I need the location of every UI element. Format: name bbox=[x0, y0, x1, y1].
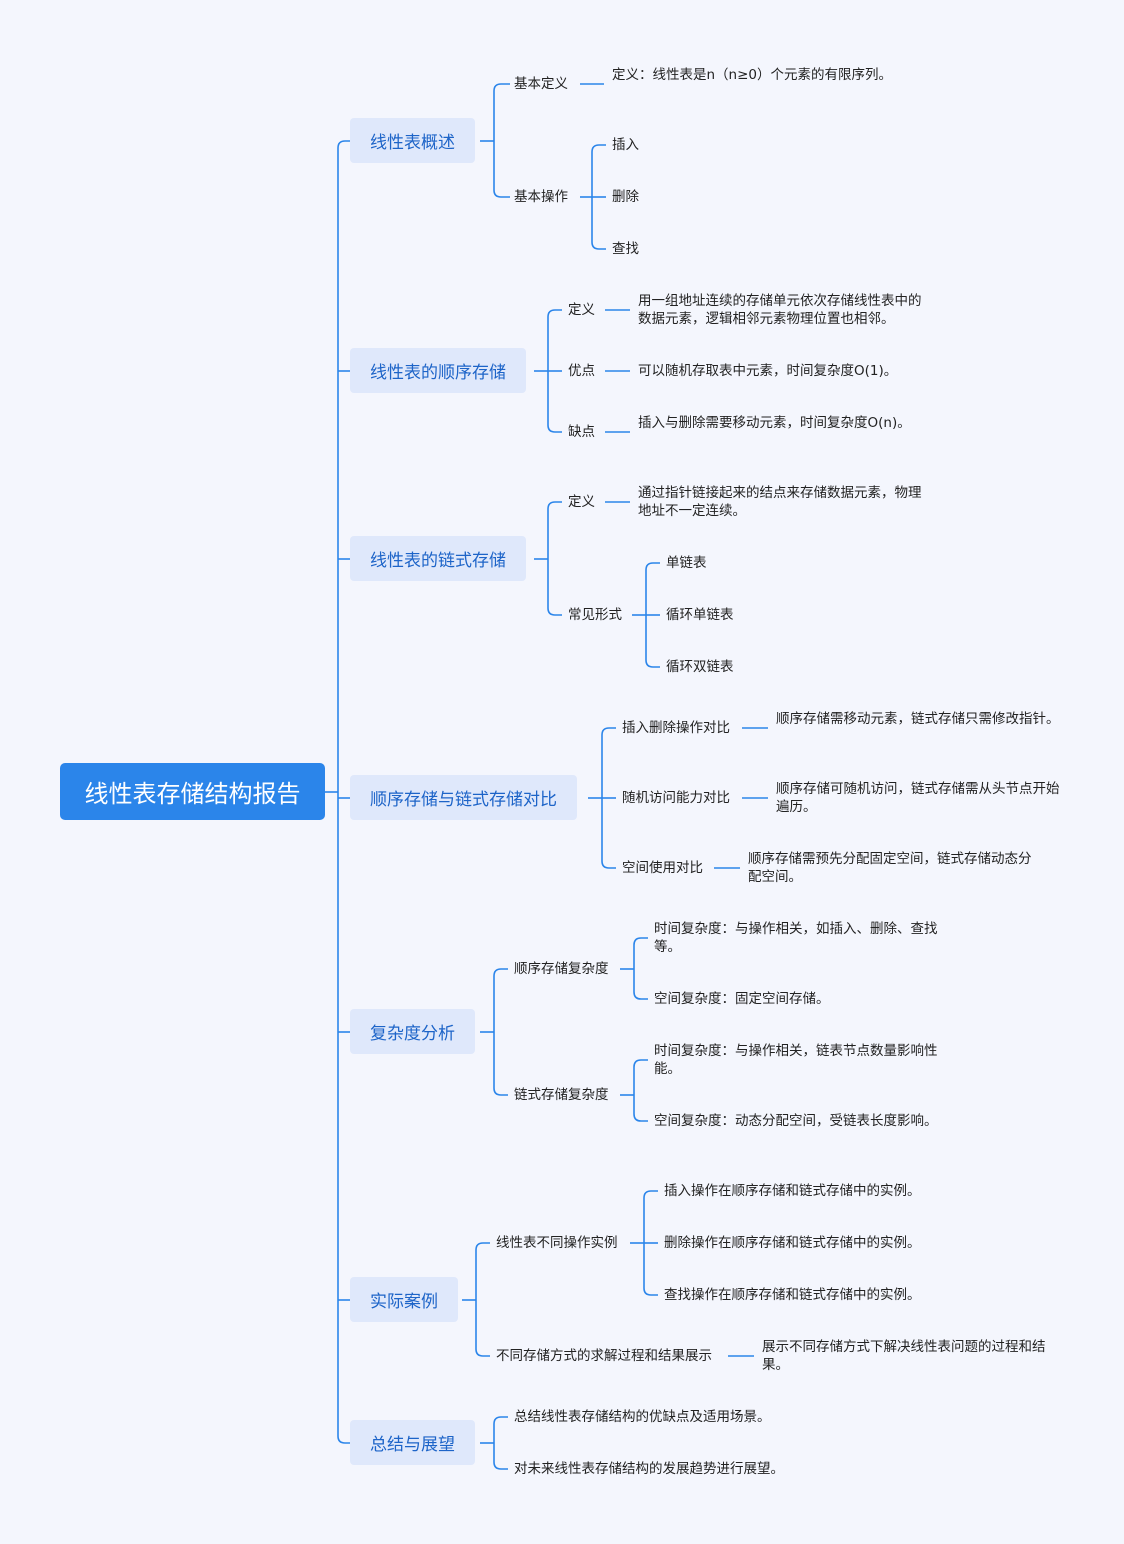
node-seq-advantage[interactable]: 优点 bbox=[568, 363, 595, 379]
node-insert-delete-compare[interactable]: 插入删除操作对比 bbox=[622, 720, 730, 736]
leaf-summary-outlook[interactable]: 对未来线性表存储结构的发展趋势进行展望。 bbox=[514, 1461, 784, 1477]
connector bbox=[493, 1416, 508, 1425]
connector bbox=[643, 1287, 658, 1296]
node-operation-cases[interactable]: 线性表不同操作实例 bbox=[496, 1235, 618, 1251]
branch-compare[interactable]: 顺序存储与链式存储对比 bbox=[350, 775, 577, 820]
node-basic-operations[interactable]: 基本操作 bbox=[514, 189, 568, 205]
leaf-case-delete[interactable]: 删除操作在顺序存储和链式存储中的实例。 bbox=[664, 1235, 921, 1251]
leaf-space-usage-compare-text[interactable]: 顺序存储需预先分配固定空间，链式存储动态分配空间。 bbox=[748, 851, 1032, 885]
node-seq-disadvantage[interactable]: 缺点 bbox=[568, 424, 595, 440]
node-seq-definition[interactable]: 定义 bbox=[568, 302, 595, 318]
leaf-linked-time-complexity[interactable]: 时间复杂度：与操作相关，链表节点数量影响性能。 bbox=[654, 1043, 938, 1077]
node-space-usage-compare[interactable]: 空间使用对比 bbox=[622, 860, 703, 876]
connector bbox=[633, 1113, 648, 1122]
leaf-form-circular-singly[interactable]: 循环单链表 bbox=[666, 607, 734, 623]
connector bbox=[633, 1059, 648, 1068]
root-topic[interactable]: 线性表存储结构报告 bbox=[60, 763, 325, 820]
connector bbox=[633, 937, 648, 946]
connector bbox=[645, 659, 660, 668]
node-linked-forms[interactable]: 常见形式 bbox=[568, 607, 622, 623]
leaf-seq-time-complexity[interactable]: 时间复杂度：与操作相关，如插入、删除、查找等。 bbox=[654, 921, 938, 955]
connector bbox=[493, 189, 510, 198]
connector bbox=[591, 144, 606, 153]
connector bbox=[547, 607, 562, 616]
leaf-op-search[interactable]: 查找 bbox=[612, 241, 639, 257]
branch-linked[interactable]: 线性表的链式存储 bbox=[350, 536, 526, 581]
leaf-seq-definition-text[interactable]: 用一组地址连续的存储单元依次存储线性表中的数据元素，逻辑相邻元素物理位置也相邻。 bbox=[638, 293, 922, 327]
connector bbox=[643, 1190, 658, 1199]
leaf-op-delete[interactable]: 删除 bbox=[612, 189, 639, 205]
connector bbox=[493, 968, 508, 977]
branch-summary[interactable]: 总结与展望 bbox=[350, 1420, 475, 1465]
connector bbox=[591, 241, 606, 250]
node-solution-process[interactable]: 不同存储方式的求解过程和结果展示 bbox=[496, 1348, 712, 1364]
connector bbox=[601, 727, 616, 736]
leaf-case-search[interactable]: 查找操作在顺序存储和链式存储中的实例。 bbox=[664, 1287, 921, 1303]
branch-overview[interactable]: 线性表概述 bbox=[350, 118, 475, 163]
connector bbox=[475, 1242, 490, 1251]
connector bbox=[547, 501, 562, 510]
connector bbox=[633, 991, 648, 1000]
leaf-case-insert[interactable]: 插入操作在顺序存储和链式存储中的实例。 bbox=[664, 1183, 921, 1199]
connector bbox=[601, 860, 616, 869]
leaf-seq-space-complexity[interactable]: 空间复杂度：固定空间存储。 bbox=[654, 991, 830, 1007]
leaf-linked-space-complexity[interactable]: 空间复杂度：动态分配空间，受链表长度影响。 bbox=[654, 1113, 938, 1129]
connector bbox=[547, 309, 562, 318]
connector bbox=[645, 562, 660, 571]
leaf-basic-definition-text[interactable]: 定义：线性表是n（n≥0）个元素的有限序列。 bbox=[612, 67, 893, 83]
connector bbox=[337, 1435, 350, 1444]
branch-cases[interactable]: 实际案例 bbox=[350, 1277, 458, 1322]
node-linked-complexity[interactable]: 链式存储复杂度 bbox=[514, 1087, 609, 1103]
connector bbox=[493, 1461, 508, 1470]
leaf-form-singly[interactable]: 单链表 bbox=[666, 555, 707, 571]
leaf-op-insert[interactable]: 插入 bbox=[612, 137, 639, 153]
leaf-linked-definition-text[interactable]: 通过指针链接起来的结点来存储数据元素，物理地址不一定连续。 bbox=[638, 485, 922, 519]
leaf-form-circular-doubly[interactable]: 循环双链表 bbox=[666, 659, 734, 675]
node-basic-definition[interactable]: 基本定义 bbox=[514, 76, 568, 92]
connector bbox=[493, 1087, 508, 1096]
leaf-solution-process-text[interactable]: 展示不同存储方式下解决线性表问题的过程和结果。 bbox=[762, 1339, 1046, 1373]
node-random-access-compare[interactable]: 随机访问能力对比 bbox=[622, 790, 730, 806]
leaf-seq-advantage-text[interactable]: 可以随机存取表中元素，时间复杂度O(1)。 bbox=[638, 363, 898, 379]
leaf-insert-delete-compare-text[interactable]: 顺序存储需移动元素，链式存储只需修改指针。 bbox=[776, 711, 1060, 727]
branch-complexity[interactable]: 复杂度分析 bbox=[350, 1009, 475, 1054]
leaf-random-access-compare-text[interactable]: 顺序存储可随机访问，链式存储需从头节点开始遍历。 bbox=[776, 781, 1060, 815]
node-linked-definition[interactable]: 定义 bbox=[568, 494, 595, 510]
branch-sequential[interactable]: 线性表的顺序存储 bbox=[350, 348, 526, 393]
connector bbox=[547, 424, 562, 433]
node-seq-complexity[interactable]: 顺序存储复杂度 bbox=[514, 961, 609, 977]
connector bbox=[493, 83, 510, 92]
connector bbox=[337, 140, 350, 149]
leaf-summary-pros-cons[interactable]: 总结线性表存储结构的优缺点及适用场景。 bbox=[514, 1409, 771, 1425]
leaf-seq-disadvantage-text[interactable]: 插入与删除需要移动元素，时间复杂度O(n)。 bbox=[638, 415, 911, 431]
connector bbox=[475, 1348, 490, 1357]
